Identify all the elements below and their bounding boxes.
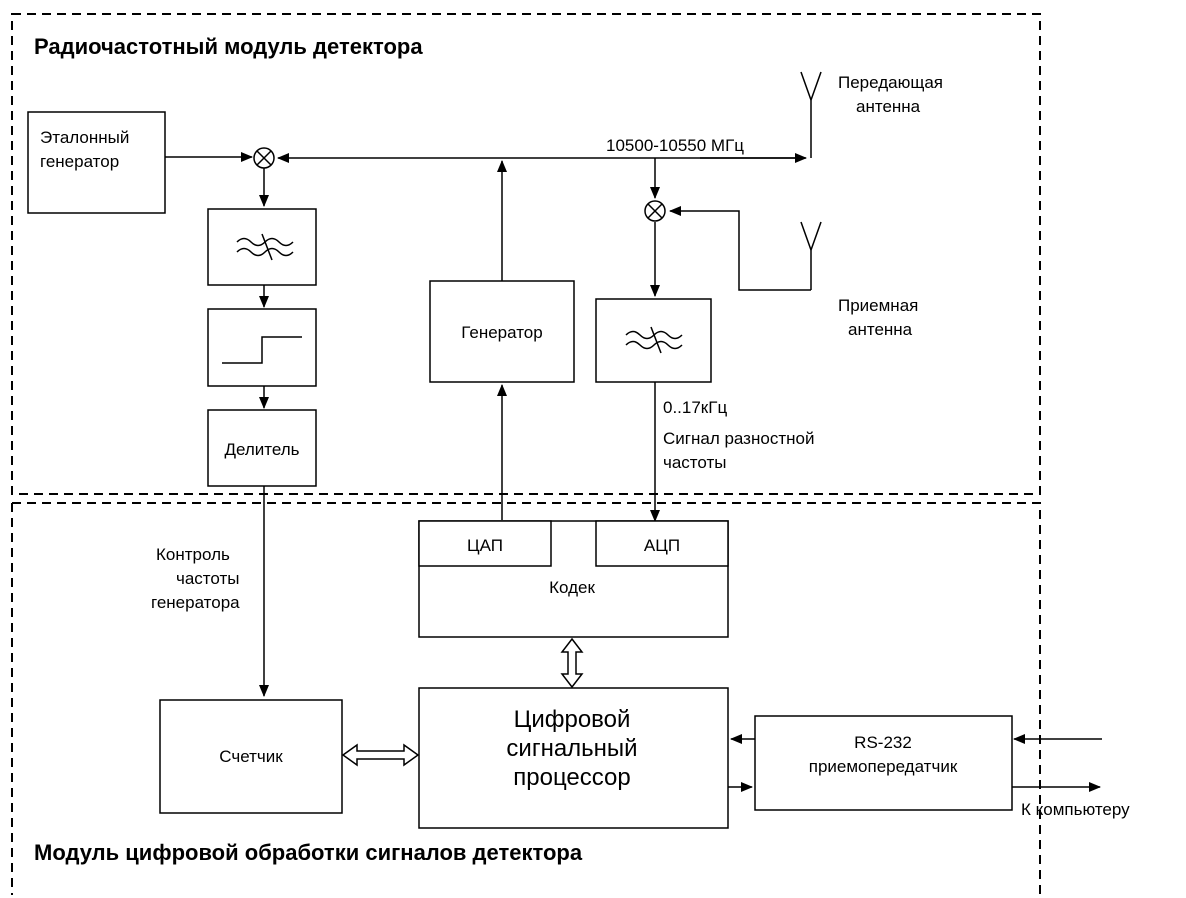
rs232-line2: приемопередатчик	[809, 757, 958, 776]
rf-module-title: Радиочастотный модуль детектора	[34, 34, 423, 59]
dsp-module-title: Модуль цифровой обработки сигналов детек…	[34, 840, 583, 865]
ref-gen-line2: генератор	[40, 152, 119, 171]
codec-block: ЦАП АЦП Кодек	[418, 520, 729, 638]
dsp-line2: сигнальный	[506, 735, 637, 762]
to-computer-label: К компьютеру	[1021, 800, 1130, 819]
counter-dsp-bus-arrow	[341, 743, 420, 767]
counter-label: Счетчик	[219, 747, 283, 766]
dac-label: ЦАП	[467, 536, 503, 555]
mixer-2-icon	[644, 200, 666, 222]
generator-block: Генератор	[429, 280, 575, 383]
diff-signal-line2: частоты	[663, 453, 727, 472]
adc-label: АЦП	[644, 536, 680, 555]
frequency-range-label: 10500-10550 МГц	[606, 136, 744, 155]
dsp-line1: Цифровой	[514, 706, 631, 733]
dsp-module-border	[11, 502, 1041, 895]
rx-antenna-line1: Приемная	[838, 296, 918, 315]
dsp-block: Цифровой сигнальный процессор	[418, 687, 729, 829]
codec-label: Кодек	[549, 578, 595, 597]
rx-antenna-icon	[800, 221, 822, 290]
freq-control-line1: Контроль	[156, 545, 230, 564]
ref-gen-line1: Эталонный	[40, 128, 129, 147]
counter-block: Счетчик	[159, 699, 343, 814]
freq-control-line2: частоты	[176, 569, 240, 588]
reference-generator-block: Эталонный генератор	[27, 111, 166, 214]
freq-control-line3: генератора	[151, 593, 240, 612]
mixer-1-icon	[253, 147, 275, 169]
lowpass-filter-1-block	[207, 208, 317, 286]
rf-module-border	[11, 13, 1041, 495]
if-band-label: 0..17кГц	[663, 398, 727, 417]
generator-label: Генератор	[461, 323, 542, 342]
rs232-block: RS-232 приемопередатчик	[754, 715, 1013, 811]
dsp-line3: процессор	[513, 764, 630, 791]
tx-antenna-line2: антенна	[856, 97, 921, 116]
codec-dsp-bus-arrow	[560, 637, 584, 689]
tx-antenna-icon	[800, 71, 822, 158]
divider-block: Делитель	[207, 409, 317, 487]
rx-antenna-line2: антенна	[848, 320, 913, 339]
divider-label: Делитель	[224, 440, 299, 459]
tx-antenna-line1: Передающая	[838, 73, 943, 92]
comparator-block	[207, 308, 317, 387]
diff-signal-line1: Сигнал разностной	[663, 429, 814, 448]
rs232-line1: RS-232	[854, 733, 912, 752]
lowpass-filter-2-block	[595, 298, 712, 383]
